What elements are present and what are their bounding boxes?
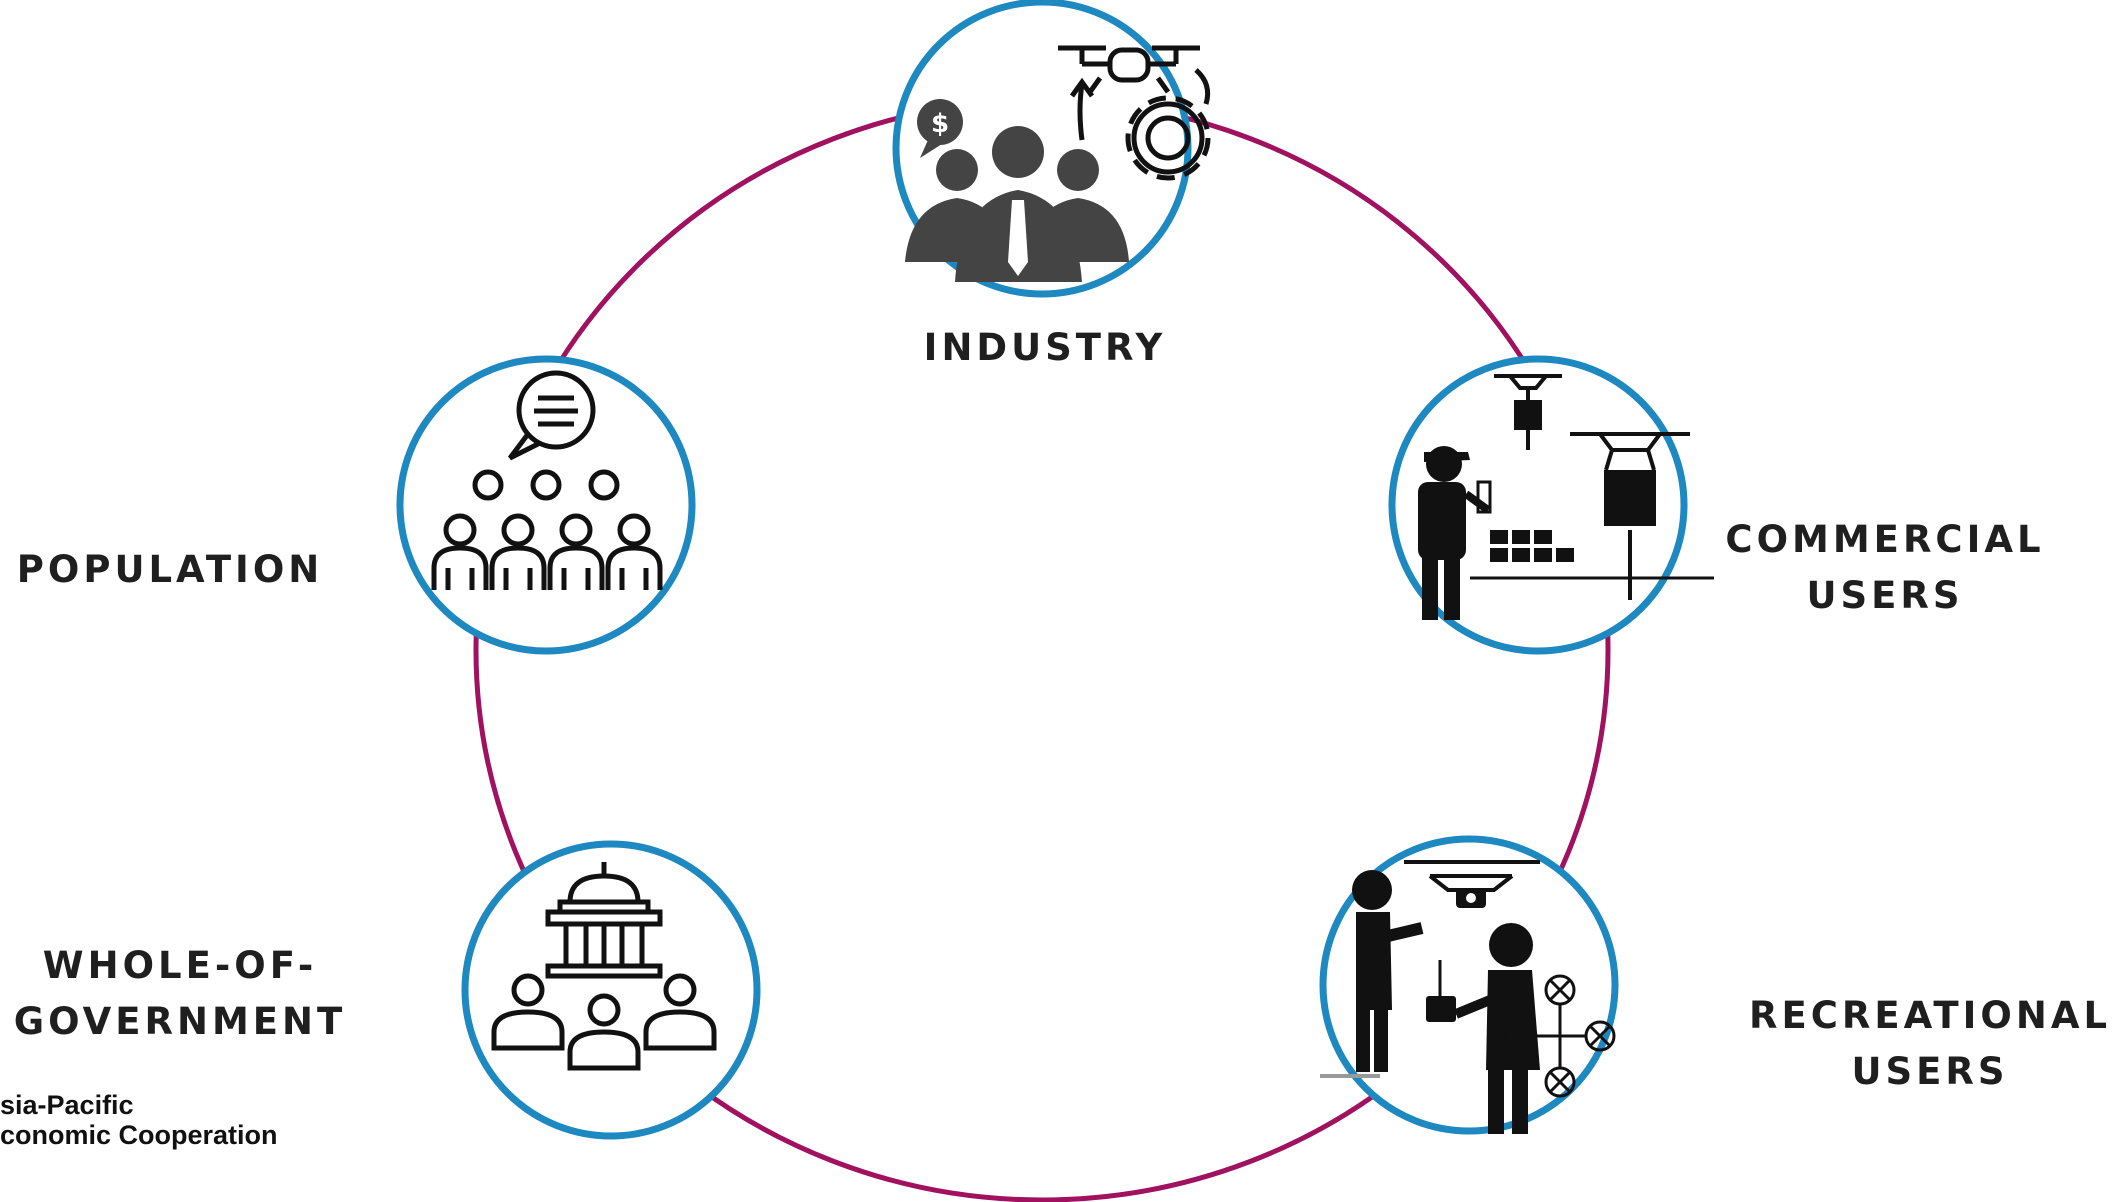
logo-line2: conomic Cooperation — [0, 1120, 278, 1150]
capitol-people-icon — [491, 862, 717, 1071]
commercial-users-label-line1: COMMERCIAL — [1725, 518, 2045, 561]
recreational-users-label: RECREATIONAL USERS — [1740, 988, 2120, 1100]
drone-gear-icon — [1058, 45, 1211, 181]
commercial-users-node — [1388, 355, 1714, 655]
government-label-line1: WHOLE-OF- — [42, 944, 318, 987]
recreational-users-label-line1: RECREATIONAL — [1748, 994, 2112, 1037]
commercial-users-label-line2: USERS — [1806, 574, 1964, 617]
dollar-badge: $ — [931, 109, 949, 139]
industry-label: INDUSTRY — [923, 326, 1167, 369]
government-label-line2: GOVERNMENT — [13, 1000, 347, 1043]
crowd-speech-icon — [431, 370, 663, 590]
drone-pilots-icon — [1320, 860, 1616, 1134]
industry-node: $ — [892, 0, 1211, 298]
logo-line1: sia-Pacific — [0, 1090, 134, 1120]
government-node — [461, 840, 761, 1140]
delivery-drone-icon — [1418, 374, 1714, 620]
recreational-users-label-line2: USERS — [1851, 1050, 2009, 1093]
population-node — [396, 355, 696, 655]
apec-logo-text: sia-Pacific conomic Cooperation — [0, 1090, 278, 1150]
government-label: WHOLE-OF- GOVERNMENT — [0, 938, 360, 1050]
recreational-users-node — [1319, 835, 1619, 1135]
population-label: POPULATION — [16, 548, 324, 591]
commercial-users-label: COMMERCIAL USERS — [1680, 512, 2090, 624]
businessmen-icon: $ — [905, 99, 1129, 282]
